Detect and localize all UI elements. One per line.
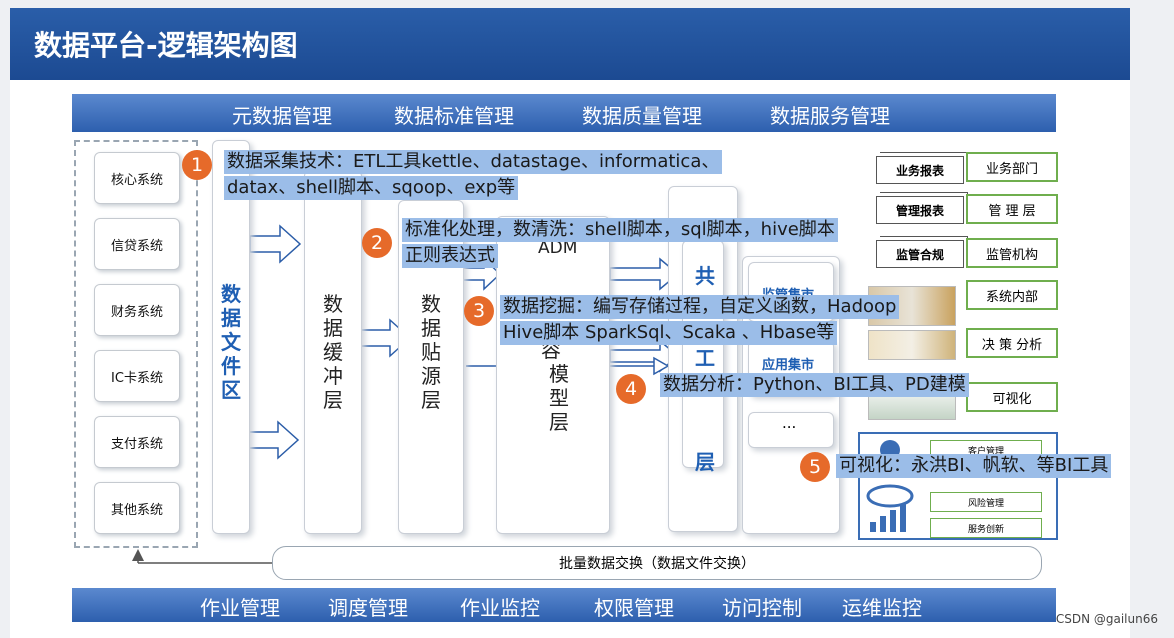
flow-arrow <box>247 420 300 460</box>
annotation-text: 数据分析：Python、BI工具、PD建模 <box>660 373 969 397</box>
slide-title: 数据平台-逻辑架构图 <box>10 8 1130 80</box>
source-system-box: 核心系统 <box>94 152 180 204</box>
bottom-bar-item: 访问控制 <box>722 596 802 620</box>
annotation-badge: 2 <box>362 228 392 258</box>
shared-tools-char: 共 <box>695 264 715 288</box>
source-system-box: 其他系统 <box>94 482 180 534</box>
watermark: CSDN @gailun66 <box>1055 612 1158 626</box>
top-bar-item: 数据服务管理 <box>770 104 890 128</box>
target-box: 系统内部 <box>966 280 1058 310</box>
bottom-bar-item: 权限管理 <box>594 596 674 620</box>
source-systems-group <box>74 140 198 548</box>
annotation-text: 数据挖掘：编写存储过程，自定义函数，Hadoop <box>500 295 900 319</box>
bottom-bar-item: 作业监控 <box>460 596 540 620</box>
shared-tools-char: 工 <box>695 346 715 370</box>
source-system-box: 信贷系统 <box>94 218 180 270</box>
more-marts-ellipsis: ... <box>782 414 797 432</box>
viz-panel-icons <box>866 440 914 532</box>
target-box: 监管机构 <box>966 238 1058 268</box>
bar-chart-icon <box>870 522 876 532</box>
shield-icon <box>866 484 914 508</box>
top-bar-item: 元数据管理 <box>232 104 332 128</box>
batch-exchange-bar: 批量数据交换（数据文件交换） <box>272 546 1042 580</box>
bottom-bar-item: 作业管理 <box>200 596 280 620</box>
data-file-area <box>212 140 250 534</box>
source-layer-label: 数据贴源层 <box>421 292 441 412</box>
source-system-box: 支付系统 <box>94 416 180 468</box>
annotation-text: datax、shell脚本、sqoop、exp等 <box>224 176 519 200</box>
annotation-text: Hive脚本 SparkSql、Scaka 、Hbase等 <box>500 321 838 345</box>
annotation-text: 数据采集技术：ETL工具kettle、datastage、informatica… <box>224 150 723 174</box>
report-stack: 业务报表 <box>876 156 964 184</box>
source-system-box: 财务系统 <box>94 284 180 336</box>
adm-label: ADM <box>538 238 578 258</box>
target-box: 业务部门 <box>966 152 1058 182</box>
annotation-text: 可视化：永洪BI、帆软、等BI工具 <box>836 454 1112 478</box>
dashboard-thumbnail <box>868 330 956 360</box>
application-mart-label: 应用集市 <box>762 358 815 373</box>
annotation-text: 标准化处理，数清洗：shell脚本，sql脚本，hive脚本 <box>402 218 838 242</box>
top-bar-item: 数据标准管理 <box>394 104 514 128</box>
report-stack: 管理报表 <box>876 196 964 224</box>
annotation-text: 正则表达式 <box>402 244 498 268</box>
annotation-badge: 3 <box>464 296 494 326</box>
annotation-badge: 5 <box>800 452 830 482</box>
viz-panel-item: 服务创新 <box>930 518 1042 538</box>
annotation-badge: 4 <box>616 374 646 404</box>
top-bar-item: 数据质量管理 <box>582 104 702 128</box>
report-stack: 监管合规 <box>876 240 964 268</box>
bottom-operations-bar: 作业管理 调度管理 作业监控 权限管理 访问控制 运维监控 <box>72 588 1056 622</box>
more-marts <box>748 412 834 448</box>
annotation-badge: 1 <box>182 150 212 180</box>
shared-tools-inner <box>682 240 724 468</box>
target-box: 决 策 分析 <box>966 328 1058 358</box>
buffer-layer <box>304 170 362 534</box>
model-layer-label: 模型层 <box>549 362 569 434</box>
data-file-area-label: 数据文件区 <box>221 282 241 402</box>
buffer-layer-label: 数据缓冲层 <box>323 292 343 412</box>
source-system-box: IC卡系统 <box>94 350 180 402</box>
bottom-bar-item: 运维监控 <box>842 596 922 620</box>
bottom-bar-item: 调度管理 <box>328 596 408 620</box>
target-box: 可视化 <box>966 382 1058 412</box>
viz-panel-item: 风险管理 <box>930 492 1042 512</box>
top-management-bar: 元数据管理 数据标准管理 数据质量管理 数据服务管理 <box>72 94 1056 132</box>
target-box: 管 理 层 <box>966 194 1058 224</box>
shared-tools-char: 层 <box>695 450 715 474</box>
flow-arrow <box>249 224 302 264</box>
adm-model-layer <box>496 216 610 534</box>
